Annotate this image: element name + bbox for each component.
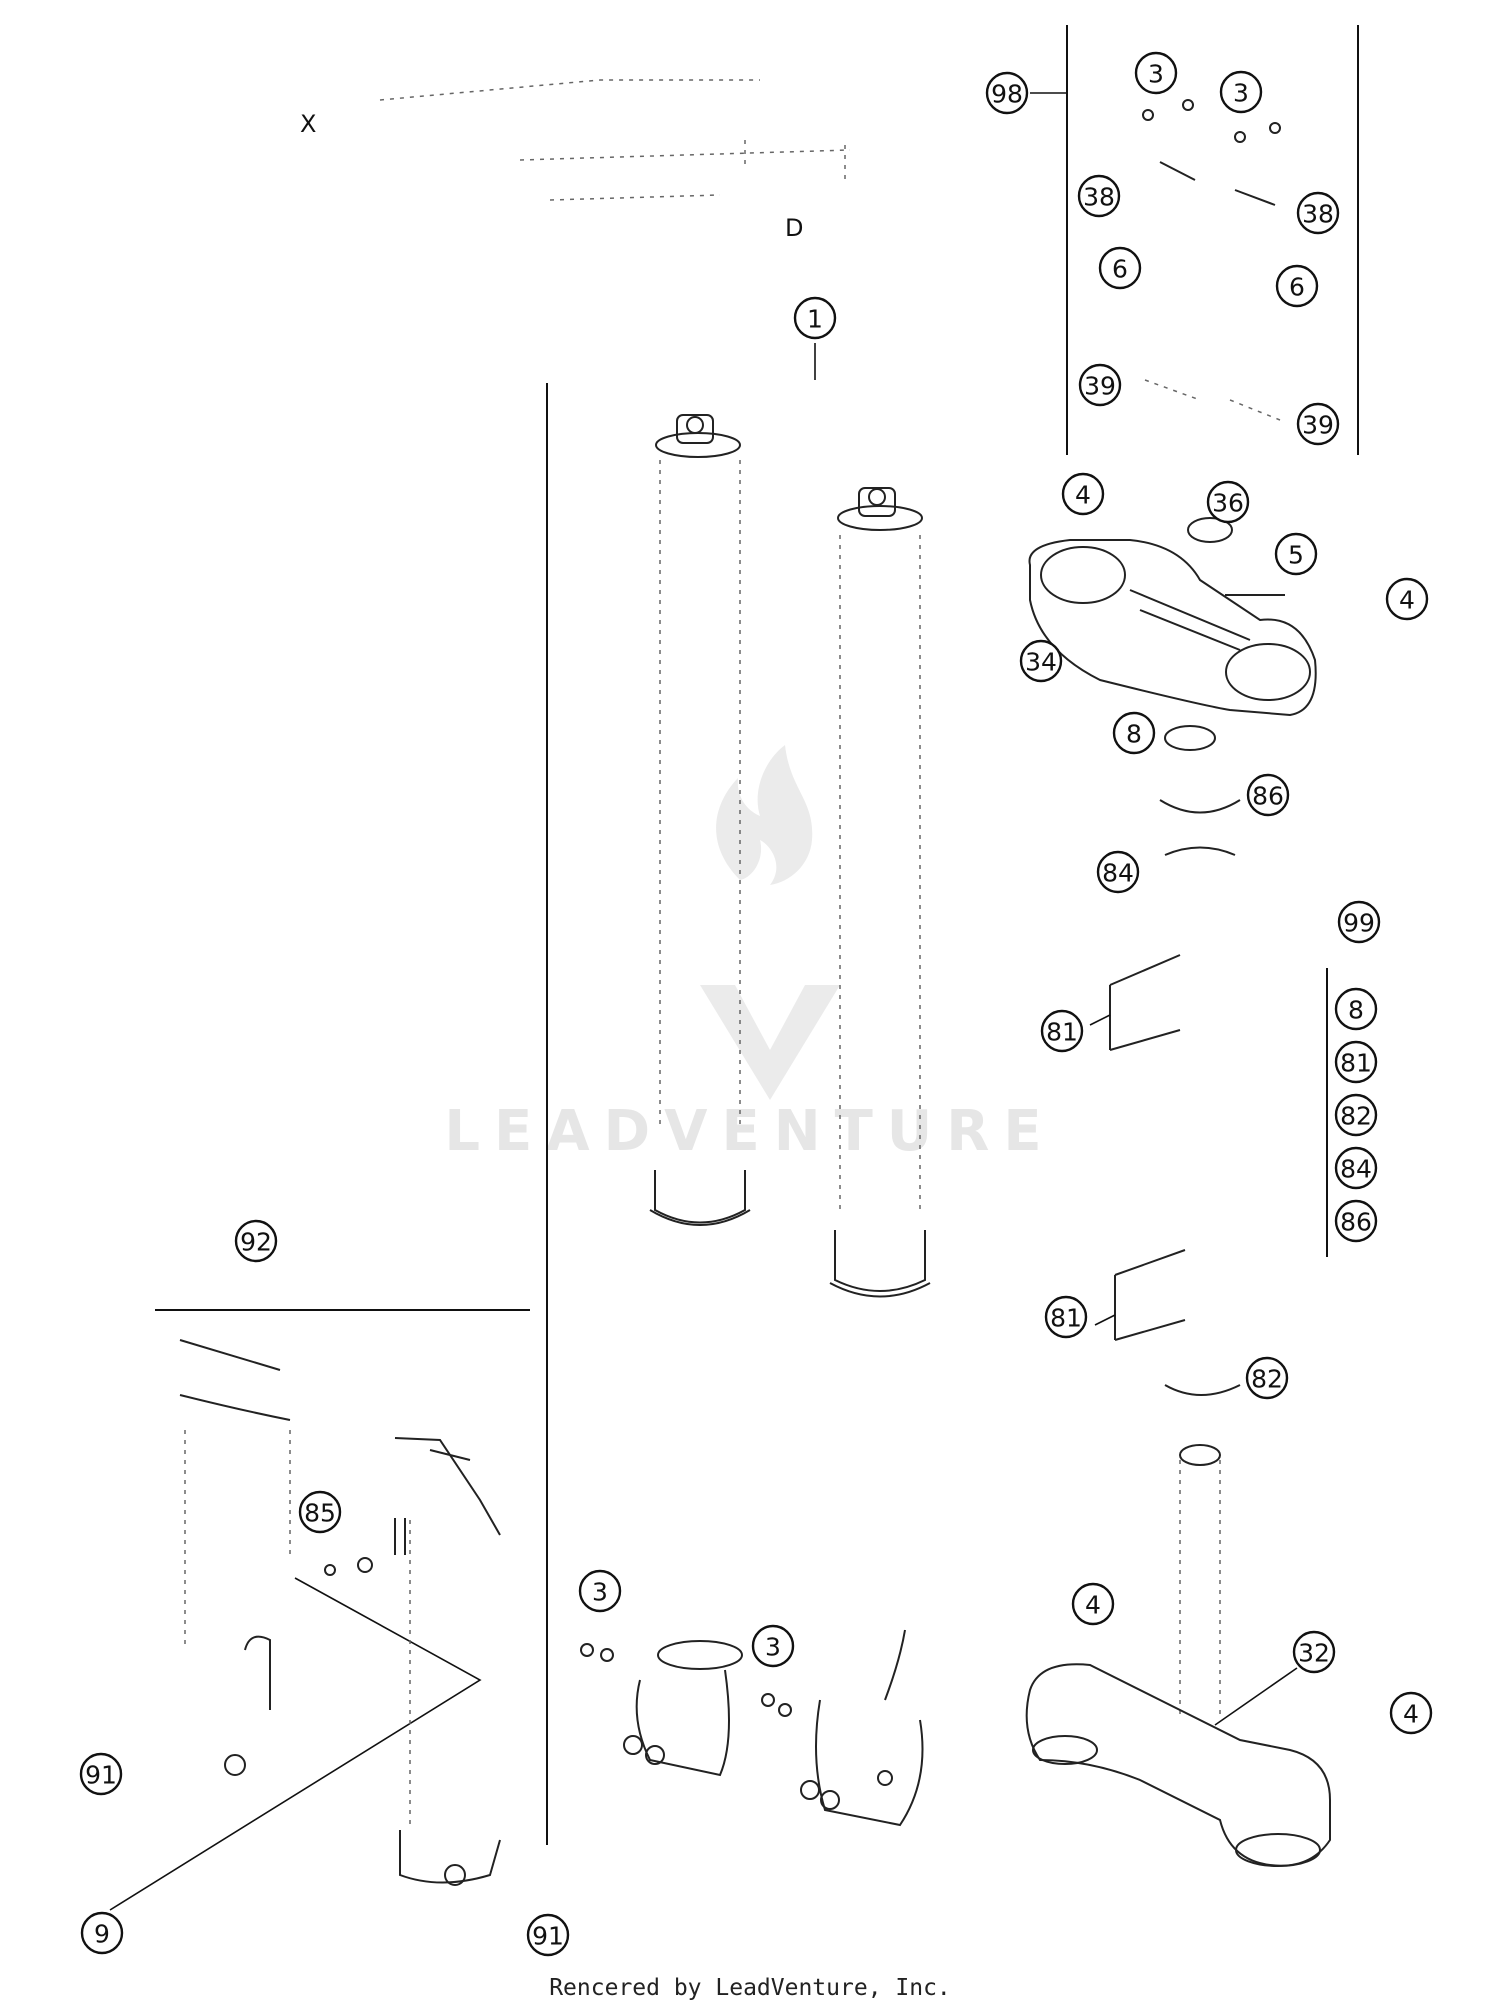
callout-1: 1	[793, 296, 837, 340]
callout-number: 4	[1403, 1700, 1419, 1729]
callout-number: 84	[1340, 1155, 1372, 1184]
callout-number: 82	[1251, 1365, 1283, 1394]
callout-number: 98	[991, 80, 1023, 109]
seal-81-upper	[1089, 954, 1181, 1051]
callout-34: 34	[1019, 639, 1063, 683]
upper-triple-clamp	[1028, 517, 1317, 717]
callout-4d: 4	[1389, 1691, 1433, 1735]
callout-k84: 84	[1334, 1146, 1378, 1190]
callout-81a: 81	[1040, 1009, 1084, 1053]
callout-38a: 38	[1077, 174, 1121, 218]
callout-number: 92	[240, 1228, 272, 1257]
callout-number: 39	[1084, 372, 1116, 401]
leadventure-watermark: LEADVENTURE	[444, 745, 1055, 1164]
callout-98: 98	[985, 71, 1029, 115]
callout-number: 4	[1399, 586, 1415, 615]
callout-number: 81	[1340, 1049, 1372, 1078]
x-mark: X	[300, 110, 316, 138]
callout-84: 84	[1096, 850, 1140, 894]
bearing-82	[1164, 1384, 1241, 1396]
lower-triple-clamp	[1025, 1444, 1331, 1867]
callout-k81: 81	[1334, 1040, 1378, 1084]
callout-number: 4	[1075, 481, 1091, 510]
callout-k8: 8	[1334, 987, 1378, 1031]
callout-4c: 4	[1071, 1582, 1115, 1626]
callout-number: 86	[1340, 1208, 1372, 1237]
faint-dotted-lines	[379, 79, 851, 201]
callout-number: 3	[592, 1578, 608, 1607]
callout-86: 86	[1246, 773, 1290, 817]
callout-number: 3	[765, 1633, 781, 1662]
callout-3c: 3	[578, 1569, 622, 1613]
callout-number: 3	[1148, 60, 1164, 89]
kit-98-bracket	[1030, 25, 1359, 455]
callout-85: 85	[298, 1490, 342, 1534]
fork-leg-right	[829, 487, 931, 1298]
callout-number: 6	[1289, 273, 1305, 302]
callout-3a: 3	[1134, 51, 1178, 95]
callout-number: 81	[1050, 1304, 1082, 1333]
callout-number: 4	[1085, 1591, 1101, 1620]
callout-number: 8	[1126, 720, 1142, 749]
callout-32: 32	[1292, 1630, 1336, 1674]
callout-number: 5	[1288, 541, 1304, 570]
callout-5: 5	[1274, 532, 1318, 576]
callout-4b: 4	[1385, 577, 1429, 621]
callout-number: 1	[807, 305, 823, 334]
callout-number: 36	[1212, 489, 1244, 518]
callout-number: 6	[1112, 255, 1128, 284]
callout-8: 8	[1112, 711, 1156, 755]
callout-39a: 39	[1078, 363, 1122, 407]
callout-number: 3	[1233, 79, 1249, 108]
fork-leg-left	[649, 414, 751, 1226]
callout-number: 82	[1340, 1102, 1372, 1131]
callout-number: 32	[1298, 1639, 1330, 1668]
callout-6a: 6	[1098, 246, 1142, 290]
callout-9: 9	[80, 1911, 124, 1955]
callout-number: 38	[1302, 200, 1334, 229]
axle-clamp-left	[580, 1640, 743, 1777]
callout-k86: 86	[1334, 1199, 1378, 1243]
callout-number: 99	[1343, 909, 1375, 938]
watermark-text: LEADVENTURE	[444, 1099, 1055, 1164]
callout-3b: 3	[1219, 70, 1263, 114]
callout-k82: 82	[1334, 1093, 1378, 1137]
bearing-84	[1164, 846, 1236, 856]
callout-number: 8	[1348, 996, 1364, 1025]
d-mark: D	[785, 214, 803, 242]
callout-81b: 81	[1044, 1295, 1088, 1339]
callout-number: 85	[304, 1499, 336, 1528]
callout-36: 36	[1206, 480, 1250, 524]
callout-number: 39	[1302, 411, 1334, 440]
callout-number: 34	[1025, 648, 1057, 677]
axle-clamp-right	[761, 1629, 924, 1827]
callout-number: 91	[85, 1761, 117, 1790]
callout-82: 82	[1245, 1356, 1289, 1400]
o-ring-8	[1164, 725, 1216, 751]
callout-number: 38	[1083, 183, 1115, 212]
lower-fork-assembly	[109, 1339, 501, 1911]
callout-92: 92	[234, 1219, 278, 1263]
callout-number: 86	[1252, 782, 1284, 811]
callout-38b: 38	[1296, 191, 1340, 235]
nut-86	[1159, 799, 1241, 814]
callout-3d: 3	[751, 1624, 795, 1668]
kit-98-parts	[1142, 99, 1281, 421]
seal-81-lower	[1094, 1249, 1186, 1341]
callout-99: 99	[1337, 900, 1381, 944]
callout-number: 84	[1102, 859, 1134, 888]
callout-91b: 91	[526, 1913, 570, 1957]
callout-6b: 6	[1275, 264, 1319, 308]
callout-number: 81	[1046, 1018, 1078, 1047]
callout-91a: 91	[79, 1752, 123, 1796]
callout-4a: 4	[1061, 472, 1105, 516]
callout-39b: 39	[1296, 402, 1340, 446]
callout-number: 91	[532, 1922, 564, 1951]
callout-number: 9	[94, 1920, 110, 1949]
footer-credit: Rencered by LeadVenture, Inc.	[549, 1975, 951, 2001]
